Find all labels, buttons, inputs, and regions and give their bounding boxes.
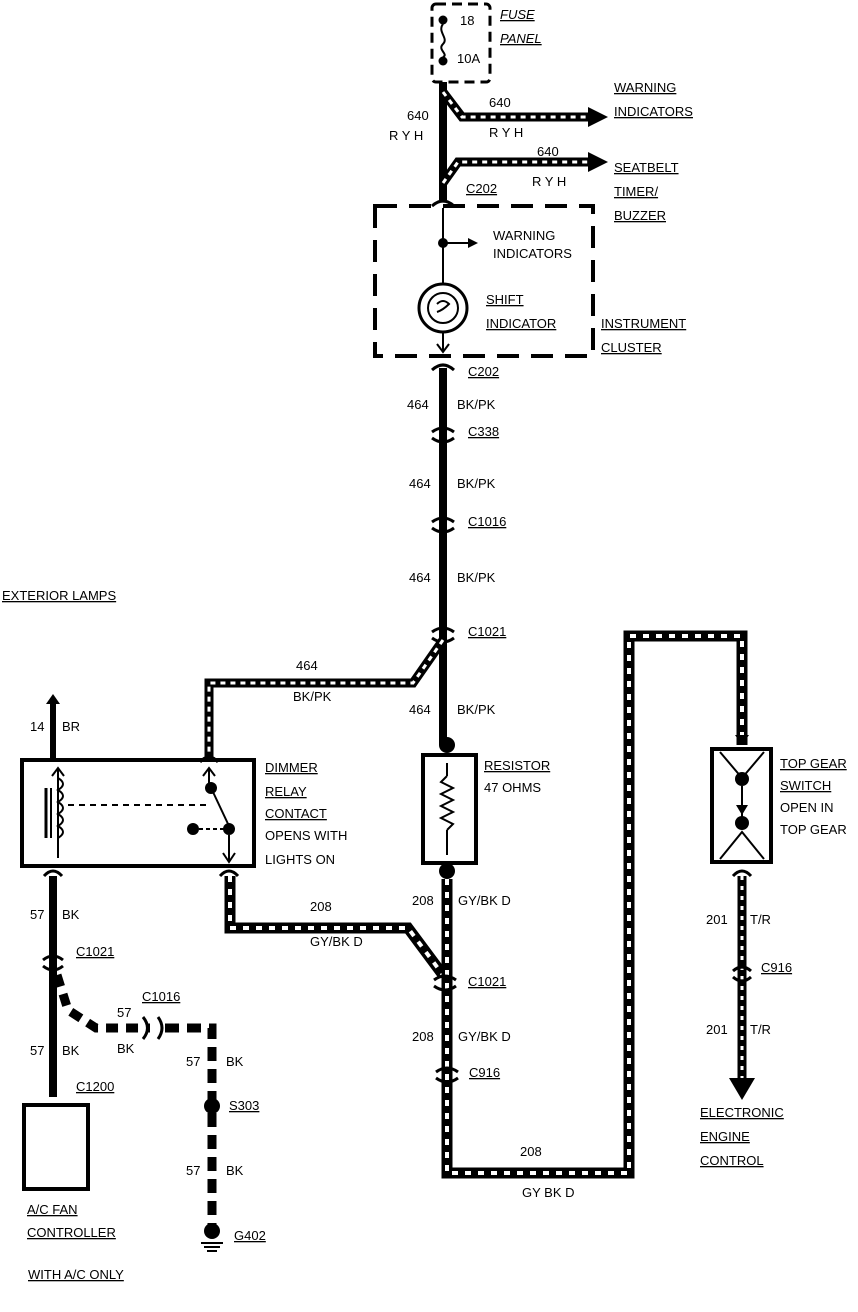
wire-464-number-branch: 464 [296,658,318,673]
c338-label: C338 [468,424,499,439]
wire-201-color-2: T/R [750,1022,771,1037]
wire-208-number-1: 208 [412,893,434,908]
wire-208-color-bottom: GY BK D [522,1185,575,1200]
c1016-left-label: C1016 [142,989,180,1004]
ac-fan-label-1: A/C FAN [27,1202,78,1217]
wire-640: 640 R Y H 640 R Y H 640 R Y H [389,82,608,200]
wire-464-color-3: BK/PK [457,570,496,585]
wire-640-color: R Y H [389,128,423,143]
seatbelt-label-3: BUZZER [614,208,666,223]
top-gear-label-1: TOP GEAR [780,756,847,771]
top-gear-label-4: TOP GEAR [780,822,847,837]
wire-464-number-3: 464 [409,570,431,585]
wire-14-color: BR [62,719,80,734]
eec-label-3: CONTROL [700,1153,764,1168]
wire-57-number-5: 57 [186,1163,200,1178]
c1021-upper-label: C1021 [468,624,506,639]
wire-208-color-2: GY/BK D [458,1029,511,1044]
wire-464: 464 BK/PK 464 BK/PK 464 BK/PK 464 BK/PK … [204,363,496,758]
resistor-label-1: RESISTOR [484,758,550,773]
c916-right-label: C916 [761,960,792,975]
wire-57: 57 BK 57 BK 57 BK 57 BK 57 BK [30,876,244,1252]
wire-464-number-4: 464 [409,702,431,717]
c202-upper-label: C202 [466,181,497,196]
wire-57-color-2: BK [62,1043,80,1058]
dimmer-label-2: RELAY [265,784,307,799]
c1016-upper-label: C1016 [468,514,506,529]
wire-208-number-bottom: 208 [520,1144,542,1159]
wire-201-color-1: T/R [750,912,771,927]
warning-indicators-label-2: INDICATORS [614,104,693,119]
wire-57-color-4: BK [226,1054,244,1069]
wire-14-number: 14 [30,719,44,734]
s303-label: S303 [229,1098,259,1113]
wire-57-color-5: BK [226,1163,244,1178]
c1021-left-label: C1021 [76,944,114,959]
fuse-panel-label-2: PANEL [500,31,542,46]
wire-57-number-1: 57 [30,907,44,922]
c1200-label: C1200 [76,1079,114,1094]
fuse-panel: 18 10A FUSE PANEL [430,2,542,84]
wire-640-number-lower: 640 [537,144,559,159]
shift-indicator-label-1: SHIFT [486,292,524,307]
dimmer-label-4: OPENS WITH [265,828,347,843]
seatbelt-label-1: SEATBELT [614,160,679,175]
warning-indicators-label-1: WARNING [614,80,676,95]
wire-464-color-branch: BK/PK [293,689,332,704]
seatbelt-label-2: TIMER/ [614,184,658,199]
inner-warning-label-2: INDICATORS [493,246,572,261]
exterior-lamps-label: EXTERIOR LAMPS [2,588,116,603]
wire-640-number: 640 [407,108,429,123]
ac-fan-controller: A/C FAN CONTROLLER WITH A/C ONLY [22,1103,124,1282]
resistor-label-2: 47 OHMS [484,780,541,795]
ac-fan-label-2: CONTROLLER [27,1225,116,1240]
cluster-label-2: CLUSTER [601,340,662,355]
with-ac-only-label: WITH A/C ONLY [28,1267,124,1282]
inner-warning-label-1: WARNING [493,228,555,243]
eec-label-2: ENGINE [700,1129,750,1144]
wire-57-number-2: 57 [30,1043,44,1058]
wire-208-color-1: GY/BK D [458,893,511,908]
wire-464-color-2: BK/PK [457,476,496,491]
wire-464-number-1: 464 [407,397,429,412]
wire-464-number-2: 464 [409,476,431,491]
wire-201: 201 T/R 201 T/R C916 [706,869,792,1100]
wire-640-color-lower: R Y H [532,174,566,189]
wire-201-number-2: 201 [706,1022,728,1037]
fuse-rating: 10A [457,51,480,66]
wire-208: 208 GY/BK D 208 GY/BK D 208 GY/BK D 208 … [224,630,749,1200]
wire-640-number-upper: 640 [489,95,511,110]
wire-640-color-upper: R Y H [489,125,523,140]
dimmer-relay: 14 BR DIMMER RELAY CONTACT OPENS WITH LI… [20,694,347,878]
top-gear-label-3: OPEN IN [780,800,833,815]
wire-201-number-1: 201 [706,912,728,927]
fuse-panel-label-1: FUSE [500,7,535,22]
wire-208-number-2: 208 [412,1029,434,1044]
dimmer-label-1: DIMMER [265,760,318,775]
eec-label-1: ELECTRONIC [700,1105,784,1120]
fuse-number: 18 [460,13,474,28]
c202-lower-label: C202 [468,364,499,379]
wire-57-number-4: 57 [186,1054,200,1069]
wire-464-color-1: BK/PK [457,397,496,412]
wire-57-color-3: BK [117,1041,135,1056]
g402-label: G402 [234,1228,266,1243]
dimmer-label-3: CONTACT [265,806,327,821]
cluster-label-1: INSTRUMENT [601,316,686,331]
wire-464-color-4: BK/PK [457,702,496,717]
wire-57-color-1: BK [62,907,80,922]
wire-57-number-3: 57 [117,1005,131,1020]
instrument-cluster: WARNING INDICATORS SHIFT INDICATOR [373,204,595,358]
resistor: RESISTOR 47 OHMS [421,737,550,879]
top-gear-switch: TOP GEAR SWITCH OPEN IN TOP GEAR [710,747,847,864]
wire-208-number-left: 208 [310,899,332,914]
c1021-lower-label: C1021 [468,974,506,989]
shift-indicator-label-2: INDICATOR [486,316,556,331]
top-gear-label-2: SWITCH [780,778,831,793]
c916-mid-label: C916 [469,1065,500,1080]
wire-208-color-left: GY/BK D [310,934,363,949]
dimmer-label-5: LIGHTS ON [265,852,335,867]
